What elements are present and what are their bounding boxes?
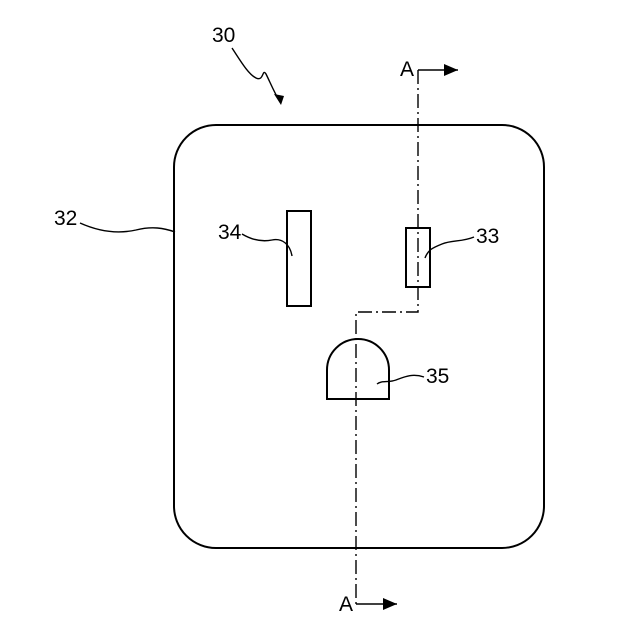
ground-hole bbox=[327, 339, 389, 399]
label-32: 32 bbox=[54, 207, 77, 230]
section-line bbox=[356, 70, 418, 606]
section-arrow-top bbox=[418, 64, 458, 76]
leader-35 bbox=[377, 375, 424, 384]
leader-30 bbox=[232, 48, 284, 105]
label-35: 35 bbox=[426, 365, 449, 388]
section-arrow-bottom bbox=[356, 598, 397, 610]
leader-34 bbox=[242, 234, 292, 256]
label-34: 34 bbox=[218, 221, 242, 244]
label-33: 33 bbox=[476, 225, 499, 248]
label-30: 30 bbox=[212, 24, 235, 47]
face-plate bbox=[174, 125, 544, 548]
leader-33 bbox=[425, 237, 474, 258]
leader-32 bbox=[80, 223, 175, 232]
slot-left bbox=[287, 211, 311, 306]
label-section-bottom: A bbox=[339, 593, 353, 616]
label-section-top: A bbox=[400, 58, 414, 81]
